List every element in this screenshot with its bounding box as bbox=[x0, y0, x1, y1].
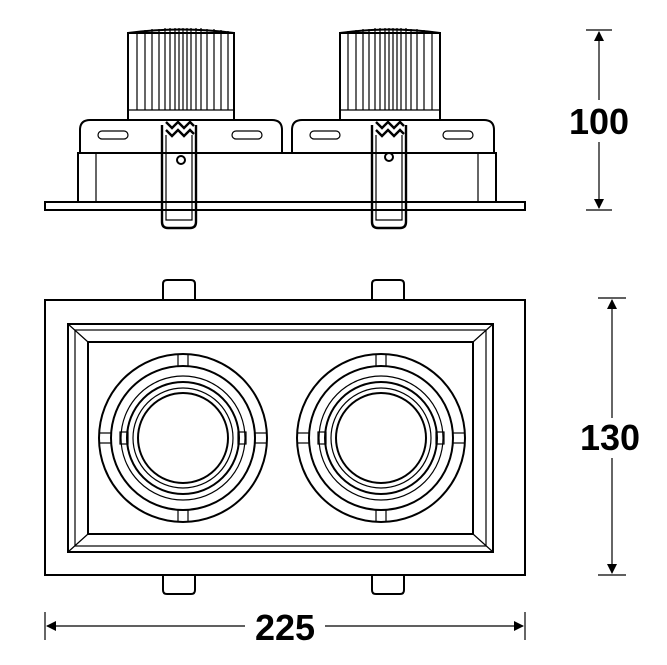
dimension-width: 225 bbox=[44, 607, 526, 648]
side-spring-clip-right bbox=[370, 120, 408, 230]
lamp-ring-4 bbox=[324, 381, 438, 495]
heatsink-body bbox=[339, 32, 441, 121]
lamp-ring-outer bbox=[98, 353, 268, 523]
side-base-plate bbox=[44, 201, 526, 211]
heatsink-body bbox=[127, 32, 235, 121]
side-slot bbox=[309, 130, 341, 140]
front-bevel-outer bbox=[67, 323, 494, 553]
lamp-pivot bbox=[237, 431, 247, 445]
lamp-lens bbox=[137, 392, 229, 484]
heatsink-top bbox=[339, 28, 441, 34]
front-lamp-left bbox=[98, 353, 268, 523]
lamp-ring-4 bbox=[126, 381, 240, 495]
front-outer-frame bbox=[44, 299, 526, 576]
dimension-height: 100 bbox=[569, 29, 629, 211]
lamp-lens bbox=[335, 392, 427, 484]
side-housing bbox=[77, 152, 497, 203]
lamp-ring-outer bbox=[296, 353, 466, 523]
front-tab bbox=[162, 279, 196, 300]
lamp-ring-5 bbox=[132, 387, 234, 489]
lamp-ring-5 bbox=[330, 387, 432, 489]
lamp-pivot bbox=[435, 431, 445, 445]
side-heatsink-right bbox=[339, 28, 441, 121]
side-slot bbox=[97, 130, 129, 140]
depth-label: 130 bbox=[580, 417, 640, 458]
lamp-notches bbox=[297, 354, 465, 522]
height-label: 100 bbox=[569, 101, 629, 142]
lamp-pivot bbox=[317, 431, 327, 445]
side-heatsink-left bbox=[127, 28, 235, 121]
front-tab bbox=[371, 279, 405, 300]
front-view bbox=[44, 279, 526, 595]
clip-rivet bbox=[384, 152, 394, 162]
front-tab bbox=[162, 575, 196, 595]
front-lamp-right bbox=[296, 353, 466, 523]
front-tab bbox=[371, 575, 405, 595]
front-bevel-inner bbox=[87, 341, 474, 535]
lamp-ring-2 bbox=[110, 365, 256, 511]
lamp-ring-2 bbox=[308, 365, 454, 511]
dimension-depth: 130 bbox=[580, 297, 640, 576]
front-bevel-mid bbox=[74, 329, 487, 547]
clip-rivet bbox=[176, 155, 186, 165]
side-view bbox=[44, 28, 526, 230]
lamp-ring-3 bbox=[120, 375, 246, 501]
heatsink-top bbox=[127, 28, 235, 34]
lamp-pivot bbox=[119, 431, 129, 445]
lamp-ring-3 bbox=[318, 375, 444, 501]
lamp-notches bbox=[99, 354, 267, 522]
side-slot bbox=[442, 130, 474, 140]
side-spring-clip-left bbox=[160, 120, 198, 230]
width-label: 225 bbox=[255, 607, 315, 648]
side-slot bbox=[231, 130, 263, 140]
